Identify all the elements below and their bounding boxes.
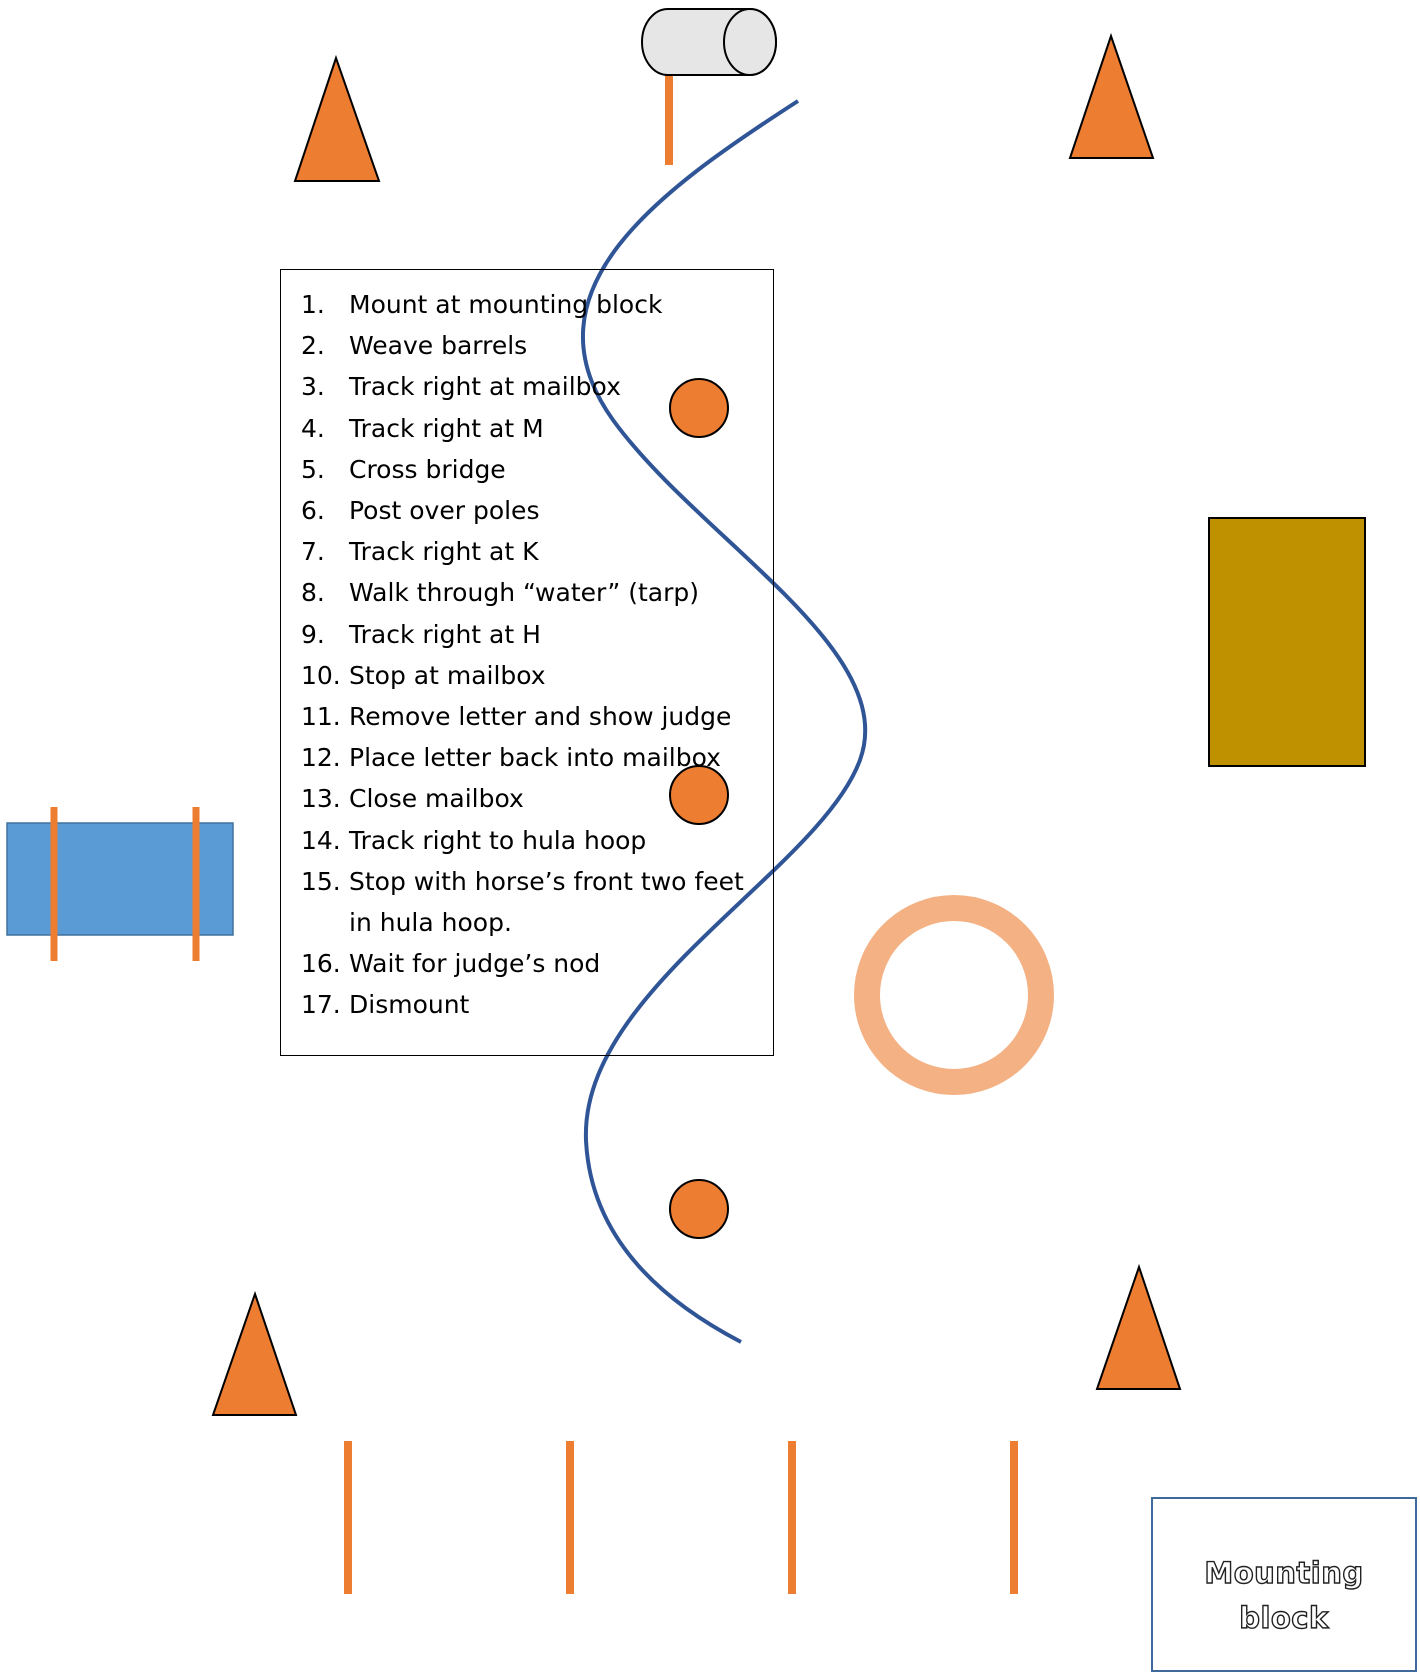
step-item: 6.Post over poles [301, 490, 744, 531]
mounting-block-label: Mounting block [1153, 1551, 1415, 1641]
step-number: 7. [301, 531, 349, 572]
step-text: Place letter back into mailbox [349, 737, 721, 778]
step-number: 12. [301, 737, 349, 778]
bridge [7, 807, 233, 961]
step-number [301, 902, 349, 943]
step-number: 15. [301, 861, 349, 902]
step-text: Track right at K [349, 531, 539, 572]
step-item: 1.Mount at mounting block [301, 284, 744, 325]
step-number: 2. [301, 325, 349, 366]
step-number: 5. [301, 449, 349, 490]
step-number: 13. [301, 778, 349, 819]
step-text: Remove letter and show judge [349, 696, 731, 737]
mailbox-door [724, 9, 776, 75]
step-number: 9. [301, 614, 349, 655]
step-item: 5.Cross bridge [301, 449, 744, 490]
cone-bottom-right [1097, 1267, 1180, 1389]
step-text: Mount at mounting block [349, 284, 662, 325]
step-item: 10.Stop at mailbox [301, 655, 744, 696]
step-text: Track right to hula hoop [349, 820, 646, 861]
step-item: 9.Track right at H [301, 614, 744, 655]
step-number: 1. [301, 284, 349, 325]
step-number: 3. [301, 366, 349, 407]
step-number: 6. [301, 490, 349, 531]
step-text: Walk through “water” (tarp) [349, 572, 699, 613]
step-item: 16.Wait for judge’s nod [301, 943, 744, 984]
step-text: Wait for judge’s nod [349, 943, 600, 984]
step-text: in hula hoop. [349, 902, 512, 943]
step-number: 11. [301, 696, 349, 737]
step-number: 10. [301, 655, 349, 696]
step-number: 8. [301, 572, 349, 613]
step-item: 14.Track right to hula hoop [301, 820, 744, 861]
mounting-block: Mounting block [1151, 1497, 1417, 1672]
step-text: Close mailbox [349, 778, 524, 819]
step-text: Post over poles [349, 490, 539, 531]
step-text: Dismount [349, 984, 469, 1025]
step-text: Stop at mailbox [349, 655, 546, 696]
step-item: in hula hoop. [301, 902, 744, 943]
step-number: 17. [301, 984, 349, 1025]
mailbox [642, 9, 776, 165]
step-text: Track right at M [349, 408, 544, 449]
step-item: 3.Track right at mailbox [301, 366, 744, 407]
step-text: Weave barrels [349, 325, 527, 366]
hula-hoop [867, 908, 1041, 1082]
step-item: 15.Stop with horse’s front two feet [301, 861, 744, 902]
step-text: Track right at mailbox [349, 366, 621, 407]
step-number: 4. [301, 408, 349, 449]
cone-bottom-left [213, 1294, 296, 1415]
barrel-3 [670, 1180, 728, 1238]
step-item: 4.Track right at M [301, 408, 744, 449]
cone-top-right [1070, 36, 1153, 158]
tarp [1209, 518, 1365, 766]
step-text: Cross bridge [349, 449, 506, 490]
cone-top-left [295, 58, 379, 181]
step-text: Stop with horse’s front two feet [349, 861, 744, 902]
step-number: 14. [301, 820, 349, 861]
step-item: 12.Place letter back into mailbox [301, 737, 744, 778]
step-number: 16. [301, 943, 349, 984]
step-item: 8.Walk through “water” (tarp) [301, 572, 744, 613]
step-item: 7.Track right at K [301, 531, 744, 572]
step-item: 17.Dismount [301, 984, 744, 1025]
step-item: 11.Remove letter and show judge [301, 696, 744, 737]
step-item: 13.Close mailbox [301, 778, 744, 819]
step-text: Track right at H [349, 614, 541, 655]
step-item: 2.Weave barrels [301, 325, 744, 366]
